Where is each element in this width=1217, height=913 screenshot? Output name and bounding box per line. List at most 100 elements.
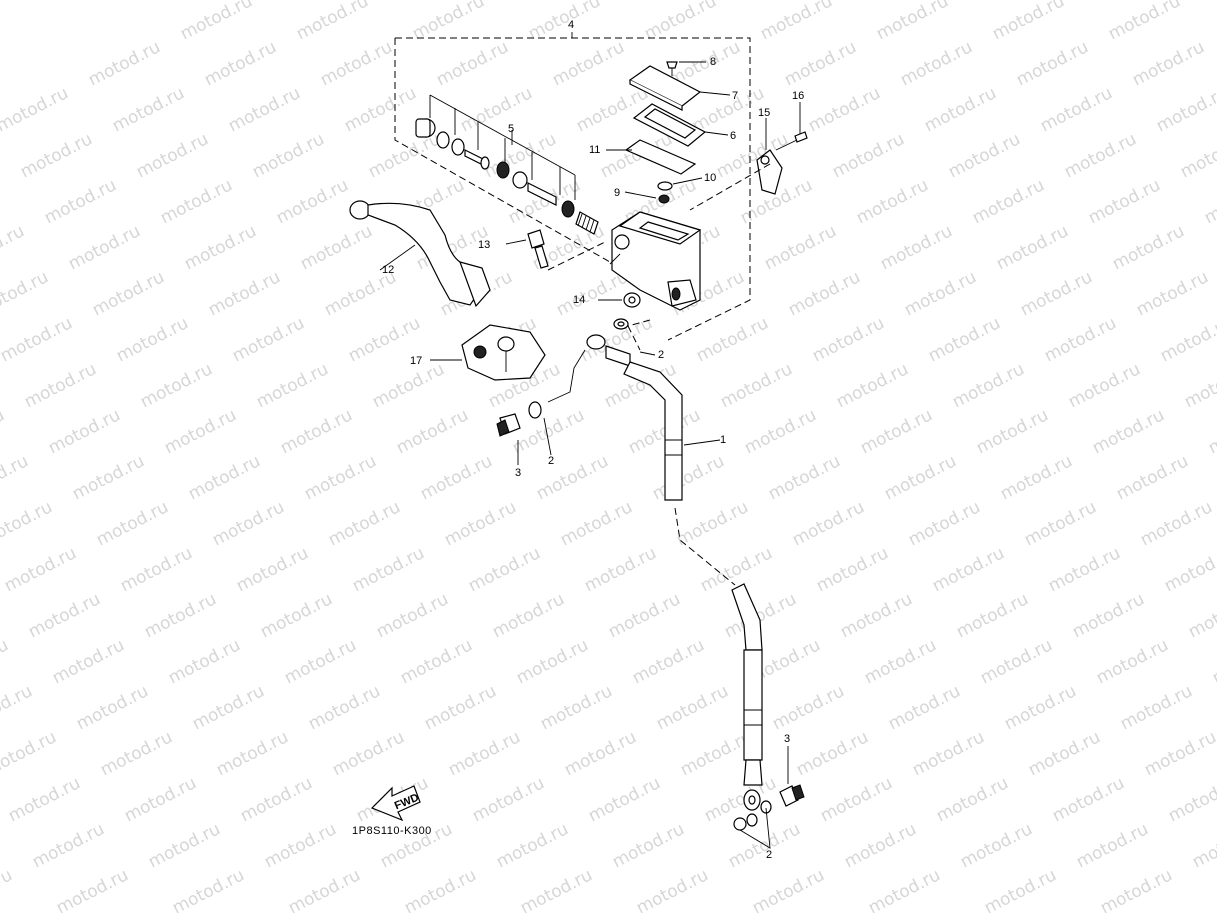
small-seals — [624, 177, 703, 204]
watermark-text: motod.ru — [909, 727, 988, 780]
watermark-text: motod.ru — [0, 727, 60, 780]
watermark-text: motod.ru — [517, 865, 596, 913]
watermark-text: motod.ru — [673, 497, 752, 550]
watermark-text: motod.ru — [993, 221, 1072, 274]
watermark-text: motod.ru — [0, 451, 32, 504]
watermark-text: motod.ru — [373, 589, 452, 642]
watermark-text: motod.ru — [1001, 681, 1080, 734]
watermark-text: motod.ru — [1025, 727, 1104, 780]
watermark-text: motod.ru — [1117, 681, 1196, 734]
watermark-text: motod.ru — [1129, 37, 1208, 90]
watermark-text: motod.ru — [881, 451, 960, 504]
watermark-text: motod.ru — [169, 865, 248, 913]
watermark-text: motod.ru — [1153, 83, 1217, 136]
callout-4: 4 — [568, 19, 574, 31]
watermark-text: motod.ru — [261, 819, 340, 872]
watermark-text: motod.ru — [925, 313, 1004, 366]
callout-14: 14 — [573, 294, 585, 306]
union-lower — [733, 746, 805, 849]
callout-2-upper: 2 — [658, 349, 664, 361]
watermark-text: motod.ru — [957, 819, 1036, 872]
hose-guide-bracket — [689, 102, 808, 211]
watermark-text: motod.ru — [421, 681, 500, 734]
watermark-text: motod.ru — [189, 681, 268, 734]
watermark-text: motod.ru — [1037, 83, 1116, 136]
watermark-text: motod.ru — [441, 497, 520, 550]
watermark-text: motod.ru — [809, 313, 888, 366]
watermark-text: motod.ru — [109, 83, 188, 136]
callout-16: 16 — [792, 90, 804, 102]
watermark-text: motod.ru — [293, 0, 372, 44]
watermark-text: motod.ru — [277, 405, 356, 458]
watermark-text: motod.ru — [781, 37, 860, 90]
callout-8: 8 — [710, 56, 716, 68]
watermark-text: motod.ru — [1061, 129, 1140, 182]
watermark-text: motod.ru — [1161, 543, 1217, 596]
watermark-text: motod.ru — [45, 405, 124, 458]
watermark-text: motod.ru — [0, 313, 76, 366]
watermark-text: motod.ru — [973, 405, 1052, 458]
watermark-text: motod.ru — [0, 681, 36, 734]
watermark-text: motod.ru — [249, 129, 328, 182]
watermark-text: motod.ru — [141, 589, 220, 642]
watermark-text: motod.ru — [1109, 221, 1188, 274]
watermark-text: motod.ru — [537, 681, 616, 734]
brake-lever — [349, 200, 491, 308]
watermark-text: motod.ru — [117, 543, 196, 596]
watermark-text: motod.ru — [533, 451, 612, 504]
lever-nut — [598, 292, 641, 308]
watermark-text: motod.ru — [865, 865, 944, 913]
watermark-text: motod.ru — [945, 129, 1024, 182]
watermark-text: motod.ru — [329, 727, 408, 780]
watermark-text: motod.ru — [573, 83, 652, 136]
watermark-text: motod.ru — [585, 773, 664, 826]
watermark-text: motod.ru — [369, 359, 448, 412]
watermark-text: motod.ru — [749, 865, 828, 913]
watermark-text: motod.ru — [137, 359, 216, 412]
watermark-text: motod.ru — [17, 129, 96, 182]
watermark-text: motod.ru — [977, 635, 1056, 688]
watermark-text: motod.ru — [401, 865, 480, 913]
watermark-text: motod.ru — [1069, 589, 1148, 642]
watermark-text: motod.ru — [1097, 865, 1176, 913]
watermark-text: motod.ru — [509, 405, 588, 458]
watermark-text: motod.ru — [97, 727, 176, 780]
watermark-text: motod.ru — [549, 37, 628, 90]
watermark-text: motod.ru — [933, 773, 1012, 826]
watermark-text: motod.ru — [857, 405, 936, 458]
watermark-text: motod.ru — [301, 451, 380, 504]
watermark-text: motod.ru — [213, 727, 292, 780]
watermark-text: motod.ru — [133, 129, 212, 182]
watermark-text: motod.ru — [1141, 727, 1217, 780]
watermark-text: motod.ru — [693, 313, 772, 366]
reservoir-cap-group — [606, 61, 731, 175]
watermark-text: motod.ru — [1021, 497, 1100, 550]
watermark-text: motod.ru — [765, 451, 844, 504]
watermark-text: motod.ru — [581, 543, 660, 596]
watermark-text: motod.ru — [181, 221, 260, 274]
watermark-text: motod.ru — [1073, 819, 1152, 872]
watermark-text: motod.ru — [225, 83, 304, 136]
watermark-text: motod.ru — [629, 635, 708, 688]
watermark-text: motod.ru — [41, 175, 120, 228]
callout-15: 15 — [758, 107, 770, 119]
watermark-text: motod.ru — [1137, 497, 1216, 550]
watermark-text: motod.ru — [841, 819, 920, 872]
callout-9: 9 — [614, 187, 620, 199]
watermark-text: motod.ru — [257, 589, 336, 642]
watermark-text: motod.ru — [85, 37, 164, 90]
watermark-text: motod.ru — [21, 359, 100, 412]
watermark-text: motod.ru — [49, 635, 128, 688]
watermark-text: motod.ru — [853, 175, 932, 228]
watermark-text: motod.ru — [305, 681, 384, 734]
piston-kit — [415, 94, 599, 235]
watermark-text: motod.ru — [989, 0, 1068, 44]
watermark-text: motod.ru — [209, 497, 288, 550]
watermark-text: motod.ru — [981, 865, 1060, 913]
watermark-text: motod.ru — [185, 451, 264, 504]
watermark-text: motod.ru — [237, 773, 316, 826]
watermark-text: motod.ru — [89, 267, 168, 320]
watermark-text: motod.ru — [1205, 405, 1217, 458]
diagram-code: 1P8S110-K300 — [352, 825, 432, 837]
watermark-text: motod.ru — [789, 497, 868, 550]
